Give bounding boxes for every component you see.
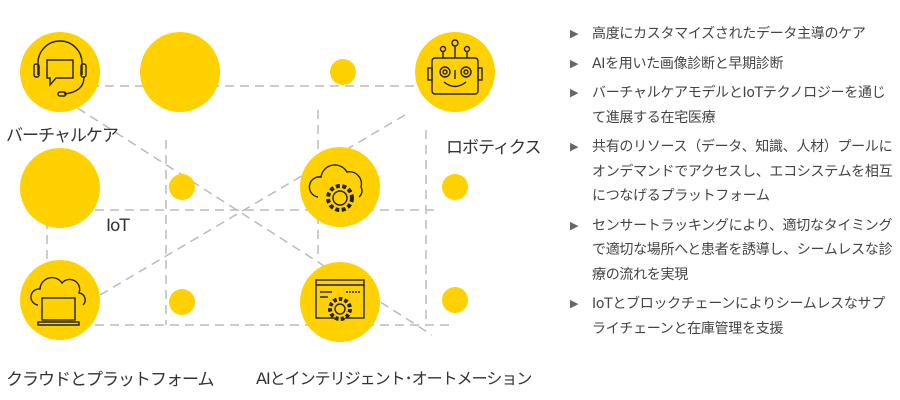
window-gear-icon [315,279,365,321]
small-dot [442,287,468,313]
bullet-triangle-icon: ▶ [570,86,579,99]
empty-circle [140,32,220,112]
small-dot [169,174,195,200]
list-item: ▶センサートラッキングにより、適切なタイミングで適切な場所へと患者を誘導し、シー… [568,214,898,288]
label-cloud-platform: クラウドとプラットフォーム [6,370,214,390]
label-iot: IoT [106,216,130,236]
list-item: ▶AIを用いた画像診断と早期診断 [568,52,898,77]
bullet-triangle-icon: ▶ [570,27,579,40]
bullet-triangle-icon: ▶ [570,218,579,232]
small-dot [442,174,468,200]
iot-circle [20,148,100,228]
small-dot [330,59,356,85]
list-item: ▶高度にカスタマイズされたデータ主導のケア [568,22,898,47]
list-item: ▶バーチャルケアモデルとIoTテクノロジーを通じて進展する在宅医療 [568,81,898,130]
cloud-platform-circle [20,260,100,340]
bullet-triangle-icon: ▶ [570,297,579,310]
list-item: ▶共有のリソース（データ、知識、人材）プールにオンデマンドでアクセスし、エコシス… [568,135,898,209]
label-robotics: ロボティクス [446,138,541,158]
bullet-triangle-icon: ▶ [570,56,579,70]
circles [20,32,495,342]
list-item: ▶IoTとブロックチェーンによりシームレスなサプライチェーンと在庫管理を支援 [568,292,898,341]
bullet-triangle-icon: ▶ [570,140,579,153]
cloud-laptop-icon [30,276,86,326]
technology-diagram [20,32,495,342]
cloud-gear-circle [300,147,380,227]
label-virtual-care: バーチャルケア [6,126,119,146]
feature-list: ▶高度にカスタマイズされたデータ主導のケア ▶AIを用いた画像診断と早期診断 ▶… [568,22,898,346]
cloud-gear-icon [308,164,363,212]
small-dot [169,289,195,315]
robot-icon [427,39,483,95]
label-ai-automation: AIとインテリジェント･オートメーション [256,369,532,388]
headset-chat-icon [33,40,87,97]
virtual-care-circle [20,32,100,112]
